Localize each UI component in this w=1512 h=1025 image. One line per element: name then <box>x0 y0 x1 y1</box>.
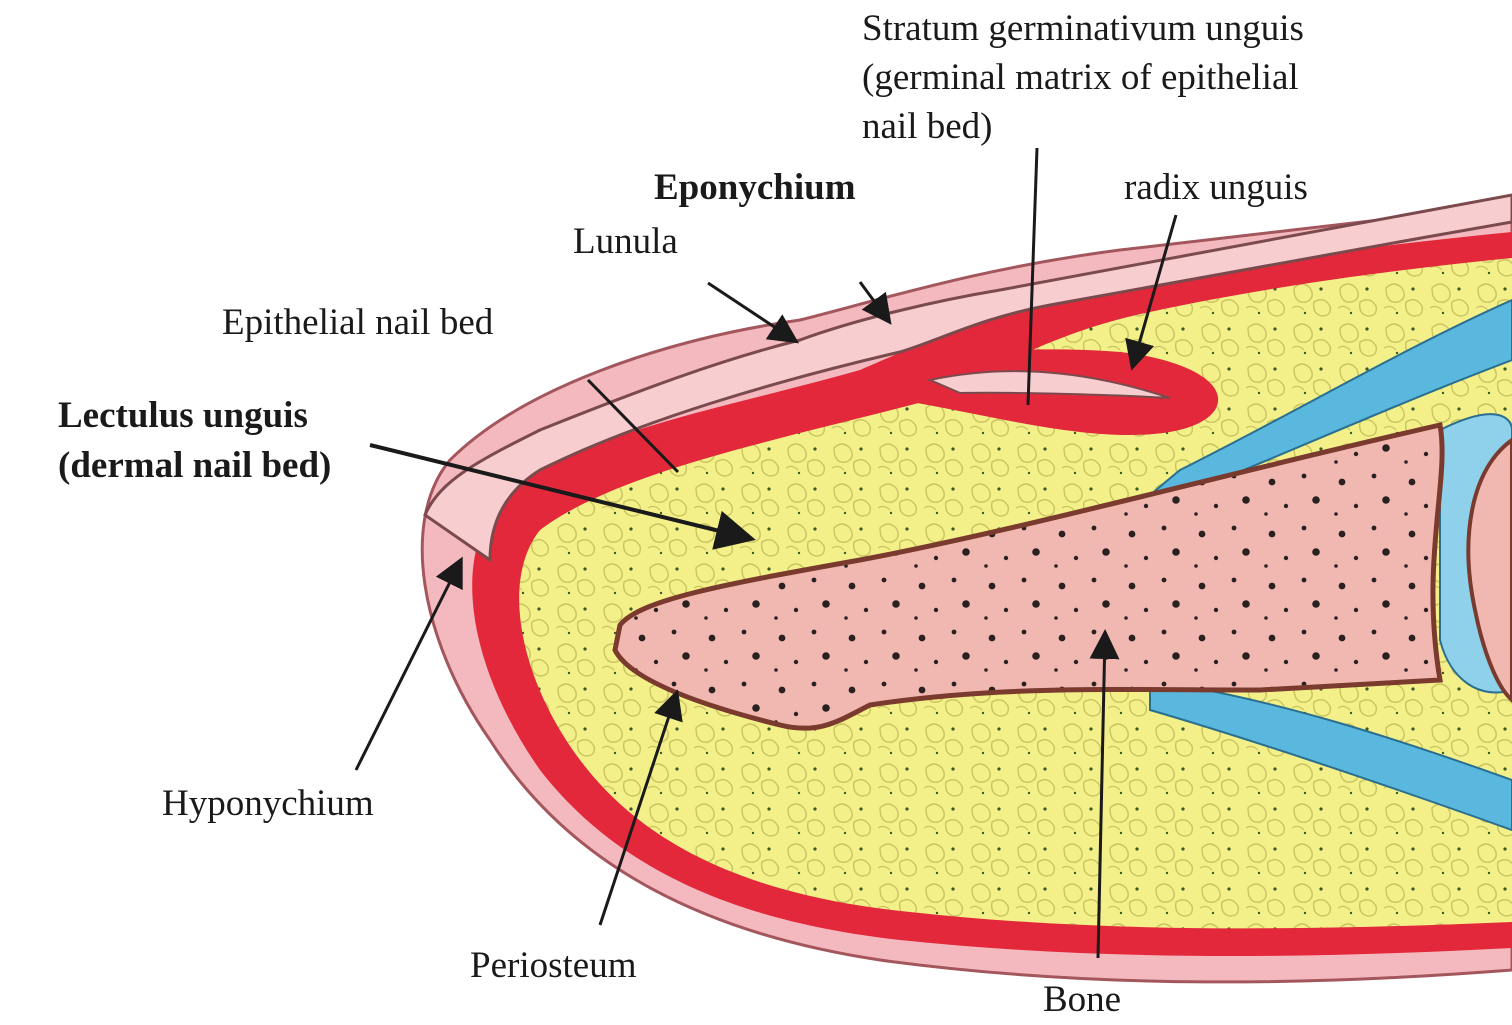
label-stratum-line3: nail bed) <box>862 102 1304 151</box>
label-lunula: Lunula <box>573 217 678 267</box>
label-lectulus-line2: (dermal nail bed) <box>58 441 331 491</box>
label-eponychium: Eponychium <box>654 163 856 213</box>
label-radix-unguis: radix unguis <box>1124 163 1308 213</box>
label-epithelial-nail-bed: Epithelial nail bed <box>222 298 493 348</box>
label-periosteum: Periosteum <box>470 941 636 991</box>
label-stratum-germinativum: Stratum germinativum unguis (germinal ma… <box>862 4 1304 151</box>
label-bone: Bone <box>1043 975 1121 1025</box>
label-lectulus-unguis: Lectulus unguis (dermal nail bed) <box>58 391 331 491</box>
label-lectulus-line1: Lectulus unguis <box>58 391 331 441</box>
label-hyponychium: Hyponychium <box>162 779 374 829</box>
label-stratum-line2: (germinal matrix of epithelial <box>862 53 1304 102</box>
label-stratum-line1: Stratum germinativum unguis <box>862 4 1304 53</box>
